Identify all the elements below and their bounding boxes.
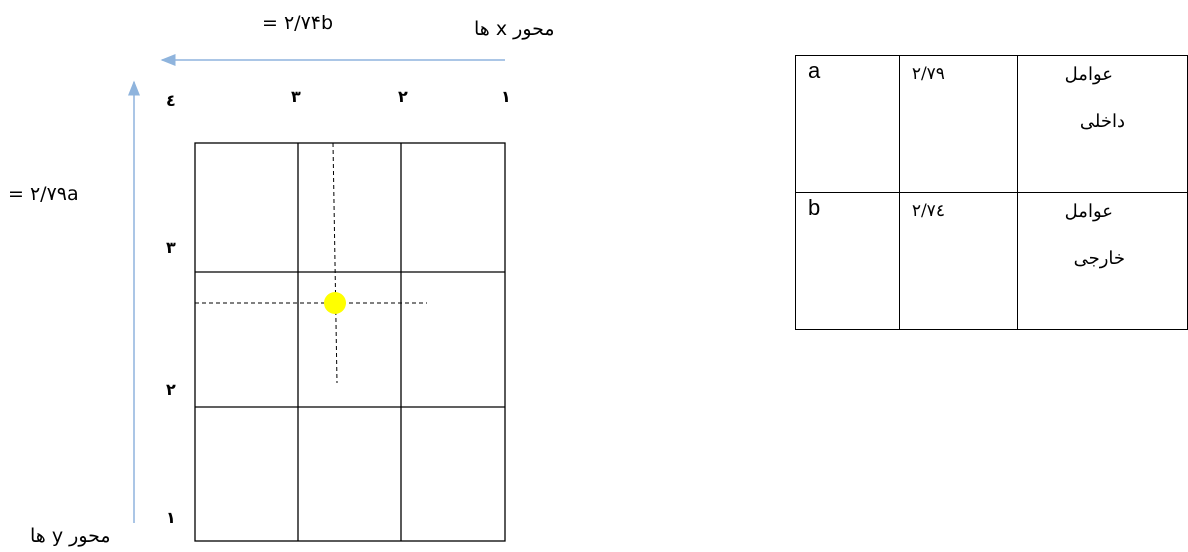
y-axis-label: محور y ها [30,525,111,547]
table-cell-name: عوامل خارجی [1017,192,1188,330]
x-tick: ٤ [166,91,176,110]
y-tick: ۳ [166,238,176,257]
table-cell-value: ۲/۷٤ [898,192,1019,330]
x-tick: ۲ [398,87,408,106]
x-tick: ۱ [501,87,511,106]
x-tick: ۳ [291,87,301,106]
y-tick: ۱ [166,508,176,527]
factor-name-line2: خارجی [1073,248,1125,269]
table-cell-letter: b [795,192,900,330]
grid-frame [194,142,506,542]
factors-table: a ۲/۷۹ عوامل داخلی b ۲/۷٤ عوامل خارجی [795,55,1188,330]
table-row: b ۲/۷٤ عوامل خارجی [795,192,1188,330]
factor-name-line1: عوامل [1064,64,1113,85]
factor-name-line1: عوامل [1064,201,1113,222]
table-row: a ۲/۷۹ عوامل داخلی [795,55,1188,193]
factor-name-line2: داخلی [1079,111,1125,132]
a-value-label: = ۲/۷۹a [8,183,79,205]
table-cell-value: ۲/۷۹ [898,55,1019,193]
point-guide-vertical [332,142,338,384]
table-cell-letter: a [795,55,900,193]
x-axis-label: محور x ها [474,18,555,40]
y-tick: ۲ [166,380,176,399]
table-cell-name: عوامل داخلی [1017,55,1188,193]
result-point [324,292,346,314]
b-value-label: = ۲/۷۴b [262,12,334,34]
